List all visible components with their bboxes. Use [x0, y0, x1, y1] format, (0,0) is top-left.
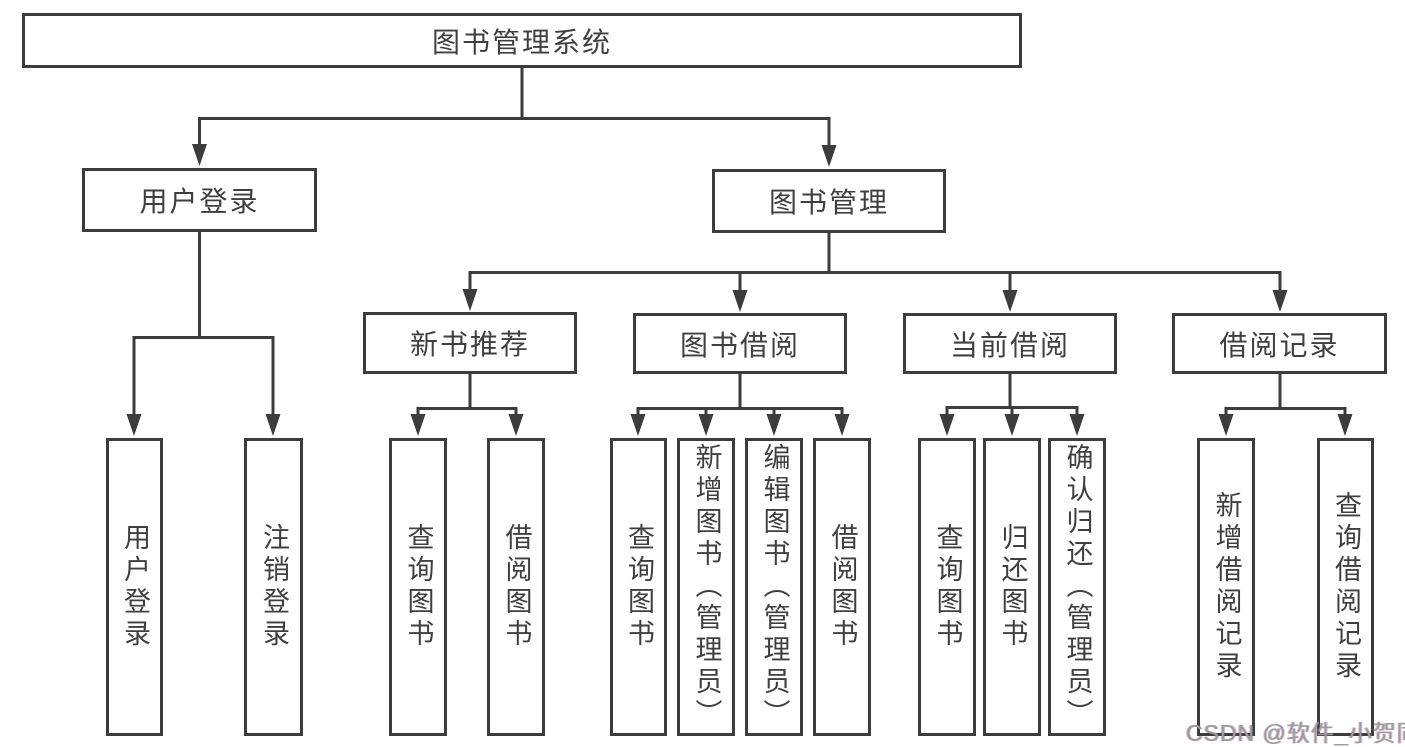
- leaf-label: 查询图书: [932, 523, 963, 651]
- node-library-management-system: 图书管理系统: [22, 13, 1022, 68]
- leaf-label: 归还图书: [997, 523, 1028, 651]
- leaf-borrow-books-borrowing: 借阅图书: [813, 438, 871, 736]
- node-book-borrowing: 图书借阅: [633, 313, 847, 374]
- csdn-watermark: CSDN @软件_小贺同学: [1186, 720, 1405, 746]
- node-user-login: 用户登录: [82, 168, 317, 232]
- leaf-return-books: 归还图书: [983, 438, 1041, 736]
- leaf-add-books-admin: 新增图书（管理员）: [677, 438, 735, 736]
- leaf-query-books-current: 查询图书: [918, 438, 976, 736]
- connector-borrow-record-branch: [1218, 374, 1353, 436]
- connector-user-login-branch: [126, 232, 281, 436]
- leaf-label: 用户登录: [120, 523, 150, 651]
- connector-current-borrow-branch: [939, 374, 1085, 436]
- leaf-label: 新增图书（管理员）: [691, 443, 722, 731]
- node-new-book-recommendation: 新书推荐: [363, 312, 577, 374]
- leaf-borrow-books-recommend: 借阅图书: [487, 438, 545, 736]
- leaf-label: 借阅图书: [827, 523, 858, 651]
- leaf-logout: 注销登录: [244, 438, 303, 736]
- leaf-label: 借阅图书: [501, 523, 532, 651]
- leaf-confirm-return-admin: 确认归还（管理员）: [1048, 438, 1106, 736]
- leaf-label: 查询图书: [624, 523, 654, 651]
- leaf-edit-books-admin: 编辑图书（管理员）: [745, 438, 803, 736]
- connector-book-borrow-branch: [630, 374, 850, 436]
- leaf-add-borrow-record: 新增借阅记录: [1197, 438, 1255, 736]
- leaf-label: 编辑图书（管理员）: [759, 443, 790, 731]
- node-book-management: 图书管理: [712, 169, 946, 233]
- leaf-label: 新增借阅记录: [1211, 491, 1242, 683]
- leaf-label: 查询图书: [403, 523, 434, 651]
- connector-new-book-branch: [410, 374, 524, 436]
- leaf-label: 确认归还（管理员）: [1062, 443, 1093, 731]
- leaf-label: 查询借阅记录: [1331, 491, 1361, 683]
- leaf-query-books-borrowing: 查询图书: [610, 438, 667, 736]
- node-borrowing-records: 借阅记录: [1172, 313, 1387, 374]
- leaf-query-books-recommend: 查询图书: [389, 438, 447, 736]
- leaf-user-login: 用户登录: [106, 438, 163, 736]
- leaf-query-borrow-record: 查询借阅记录: [1317, 438, 1374, 736]
- leaf-label: 注销登录: [259, 523, 289, 651]
- node-current-borrowing: 当前借阅: [903, 313, 1117, 374]
- connector-book-management-branch: [462, 233, 1288, 312]
- connector-root-to-level1: [192, 68, 837, 167]
